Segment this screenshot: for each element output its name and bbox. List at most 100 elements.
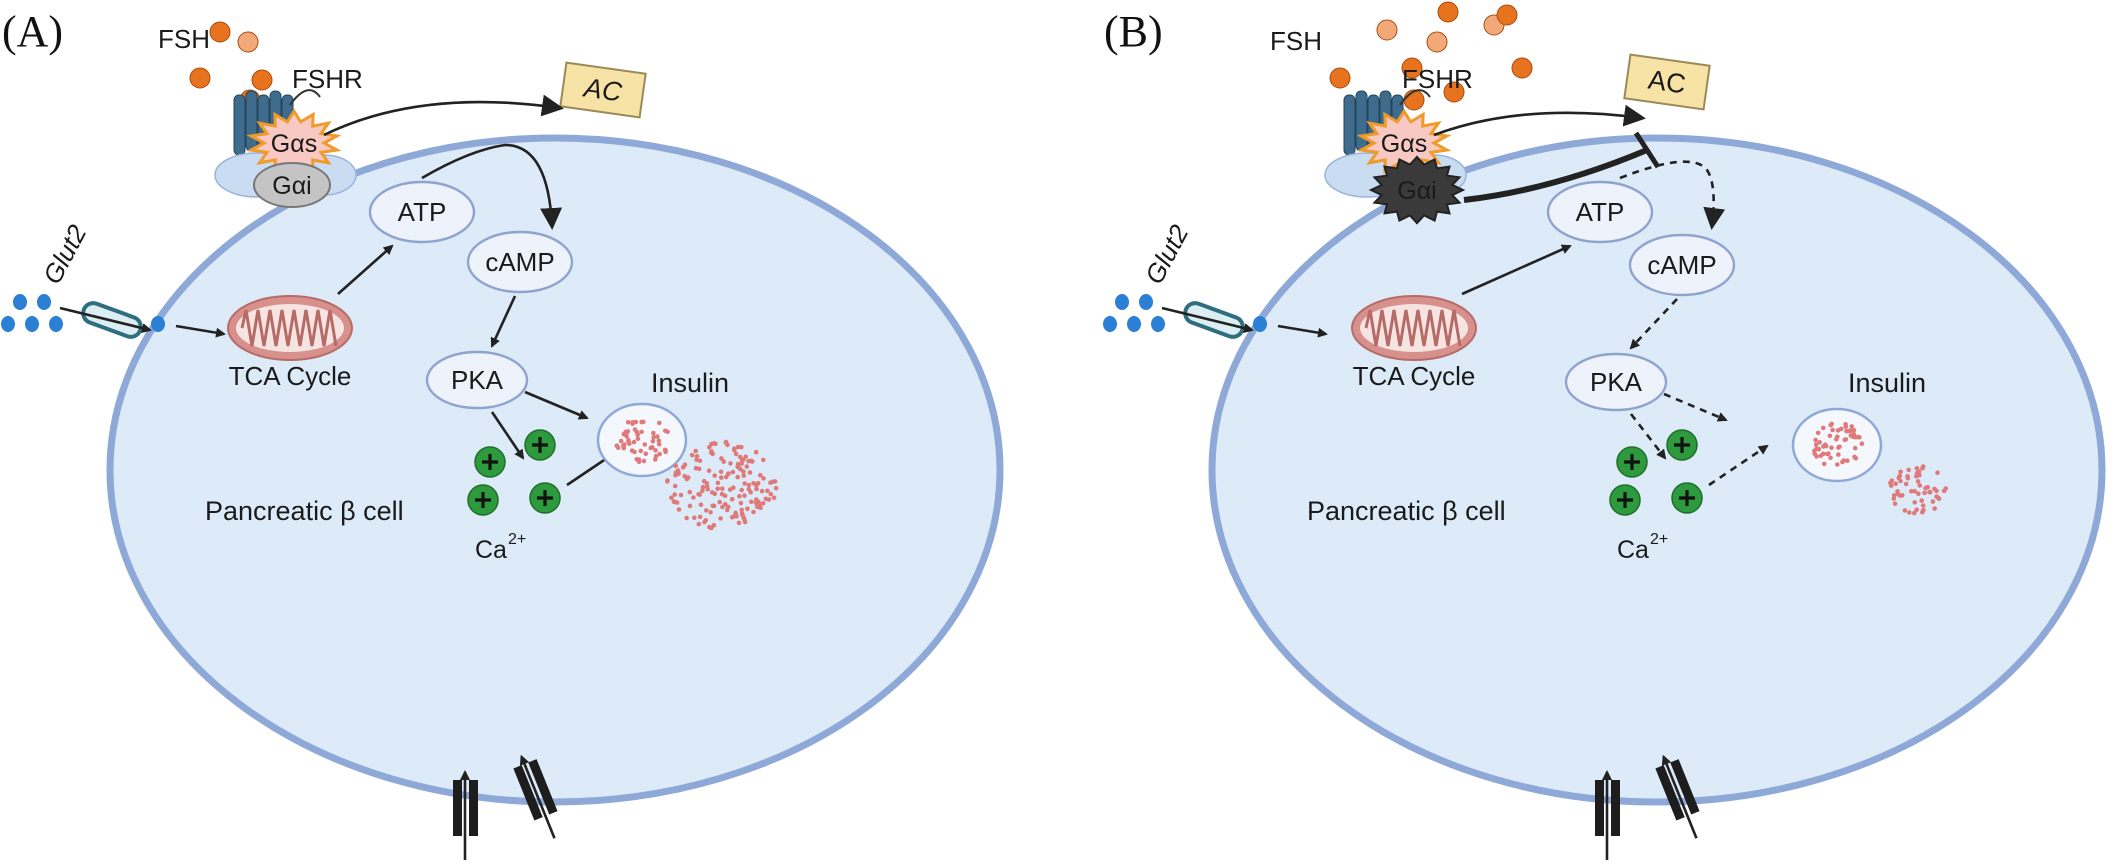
insulin-secreted-dot	[673, 463, 678, 469]
insulin-secreted-dot	[698, 502, 704, 508]
insulin-granule-content-dot	[657, 451, 662, 457]
glucose-molecule	[1139, 294, 1153, 310]
insulin-secreted-dot	[1914, 466, 1920, 471]
g-alpha-s: Gαs	[246, 108, 342, 178]
fshr-helix	[1355, 90, 1368, 152]
calcium-channel-1-left	[1595, 780, 1604, 836]
insulin-secreted-dot	[724, 507, 730, 513]
calcium-ion	[1671, 482, 1703, 514]
ac-box	[559, 61, 647, 119]
pka-to-insulin-arrow	[1663, 392, 1728, 422]
insulin-secreted-dot	[733, 451, 739, 457]
calcium-channel-2-arrow	[519, 754, 556, 839]
insulin-secreted-dot	[715, 480, 721, 486]
calcium-ion-plus	[482, 454, 498, 470]
insulin-secreted-dot	[765, 488, 770, 494]
calcium-channel-1-right	[1611, 780, 1620, 836]
insulin-secreted-dot	[1932, 506, 1937, 511]
pka-node-label: PKA	[1590, 367, 1643, 397]
insulin-secreted-dot	[672, 492, 677, 497]
insulin-secreted-dot	[1917, 483, 1923, 488]
insulin-secreted-dot	[751, 509, 756, 515]
insulin-secreted-dot	[1909, 489, 1914, 494]
cell-label: Pancreatic β cell	[1307, 496, 1506, 526]
insulin-granule-content-dot	[651, 435, 656, 440]
insulin-granule-content-dot	[623, 429, 628, 435]
insulin-granule-content-dot	[1816, 446, 1822, 452]
insulin-secreted-dot	[1898, 478, 1903, 484]
insulin-granule	[1791, 407, 1883, 483]
insulin-secreted-dot	[689, 452, 695, 458]
insulin-secreted	[665, 439, 779, 531]
insulin-granule-content-dot	[1844, 428, 1849, 434]
insulin-secreted-dot	[1941, 488, 1947, 494]
fshr-helix	[245, 90, 258, 152]
g-alpha-i-label: Gαi	[1397, 177, 1436, 205]
calcium-channel-2	[1655, 754, 1700, 839]
insulin-secreted-dot	[753, 449, 759, 455]
insulin-secreted-dot	[706, 468, 712, 474]
mitochondrion-cristae	[240, 309, 338, 347]
glucose-molecule	[1127, 316, 1141, 332]
insulin-secreted-dot	[732, 514, 737, 519]
tca-label: TCA Cycle	[229, 361, 352, 391]
cell-membrane	[106, 134, 1004, 806]
calcium-ion-plus	[537, 490, 553, 506]
insulin-granule-content-dot	[632, 427, 638, 432]
insulin-secreted-dot	[1927, 489, 1933, 495]
insulin-secreted-dot	[754, 486, 759, 492]
panel-a: (A)Pancreatic β cellFSHFSHRGαsGαiACATPcA…	[1, 7, 1004, 860]
fsh-ligand	[1496, 4, 1518, 26]
insulin-secreted-dot	[737, 493, 742, 499]
insulin-secreted-dot	[1891, 493, 1897, 498]
insulin-secreted-dot	[1925, 484, 1930, 490]
fsh-ligand	[1437, 1, 1459, 23]
insulin-secreted-dot	[729, 496, 735, 502]
insulin-secreted-dot	[694, 453, 700, 459]
ac-label: AC	[580, 72, 624, 107]
insulin-granule-content-dot	[1859, 441, 1865, 447]
insulin-granule-content-dot	[650, 439, 656, 444]
calcium-label-base: Ca	[475, 536, 507, 564]
insulin-granule-content-dot	[1845, 458, 1850, 464]
fsh-ligand	[209, 21, 231, 43]
insulin-secreted-dot	[739, 487, 744, 493]
insulin-granule-content-dot	[632, 449, 637, 455]
insulin-secreted-dot	[1912, 510, 1917, 516]
atp-to-camp-arrow	[421, 143, 563, 230]
atp-node-shape	[1546, 180, 1654, 244]
pka-node-label: PKA	[451, 365, 504, 395]
insulin-granule-content-dot	[1852, 445, 1858, 451]
glucose-molecule	[37, 294, 51, 310]
insulin-secreted-dot	[739, 507, 744, 513]
calcium-to-insulin-arrow	[1708, 444, 1769, 487]
insulin-secreted-dot	[1912, 488, 1917, 494]
calcium-ion-plus	[1674, 437, 1690, 453]
insulin-secreted-dot	[709, 490, 715, 495]
calcium-ion	[1666, 429, 1698, 461]
calcium-channel-2-left	[1655, 765, 1685, 821]
insulin-granule-content-dot	[1828, 422, 1833, 428]
insulin-granule-content	[1812, 421, 1865, 467]
fsh-label: FSH	[1270, 26, 1322, 56]
gas-to-ac-arrow	[1433, 104, 1646, 137]
insulin-secreted-dot	[728, 461, 733, 466]
insulin-granule-content-dot	[1836, 445, 1841, 450]
insulin-secreted-dot	[1906, 467, 1911, 473]
fsh-ligand	[251, 69, 273, 91]
insulin-secreted-dot	[721, 459, 726, 464]
glucose-molecule	[1103, 316, 1117, 332]
insulin-secreted-dot	[692, 515, 697, 521]
insulin-secreted-dot	[1902, 508, 1908, 513]
insulin-secreted-dot	[1930, 499, 1936, 504]
insulin-secreted-dot	[700, 484, 706, 490]
glucose-molecule	[49, 316, 63, 332]
pka-node-shape	[425, 350, 529, 410]
insulin-secreted	[1888, 464, 1949, 516]
insulin-granule-content-dot	[1813, 437, 1818, 443]
insulin-secreted-dot	[671, 499, 677, 504]
insulin-secreted-dot	[742, 519, 748, 525]
insulin-secreted-dot	[1892, 501, 1898, 507]
